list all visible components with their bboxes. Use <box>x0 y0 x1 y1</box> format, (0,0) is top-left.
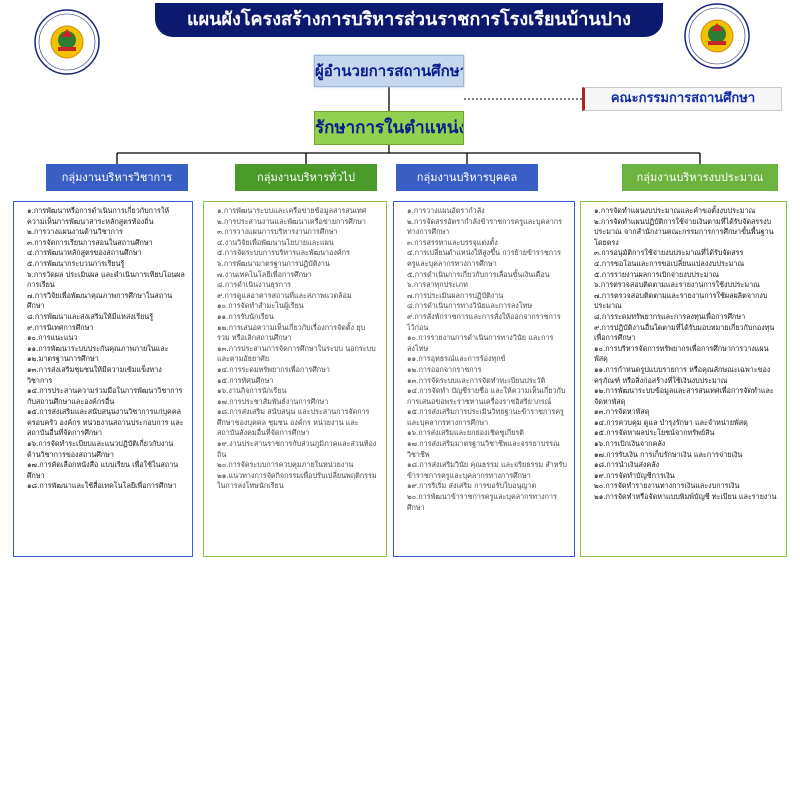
task-item: ๑๘.การส่งเสริมวินัย คุณธรรม และจริยธรรม … <box>407 460 567 480</box>
task-item: ๑๙.งานประสานราชการกับส่วนภูมิภาคและส่วนท… <box>217 439 377 459</box>
task-item: ๖.การพัฒนามาตรฐานการปฏิบัติงาน <box>217 258 330 268</box>
task-item: ๑๓.การส่งเสริมชุมชนให้มีความเข้มแข็งทางว… <box>27 364 162 385</box>
task-item: ๑๕.การส่งเสริมและสนับสนุนงานวิชาการแก่บุ… <box>27 407 184 438</box>
task-item: ๘.การระดมทรัพยากรและการลงทุนเพื่อการศึกษ… <box>594 311 746 321</box>
org-chart-canvas: แผนผังโครงสร้างการบริหารส่วนราชการโรงเรี… <box>13 3 787 557</box>
task-item: ๓.การสรรหาและบรรจุแต่งตั้ง <box>407 237 498 247</box>
school-logo-left <box>34 9 100 75</box>
task-item: ๑.การพัฒนาระบบและเครือข่ายข้อมูลสารสนเทศ <box>217 206 367 215</box>
task-item: ๒๐.การจัดระบบการควบคุมภายในหน่วยงาน <box>217 460 354 470</box>
task-item: ๘.การดำเนินการทางวินัยและการลงโทษ <box>407 301 533 311</box>
task-item: ๖.การวัดผล ประเมินผล และดำเนินการเทียบโอ… <box>27 269 185 290</box>
task-item: ๙.การนิเทศการศึกษา <box>27 322 94 332</box>
task-item: ๑๔.การประสานความร่วมมือในการพัฒนาวิชาการ… <box>27 386 183 406</box>
task-item: ๑๘.การส่งเสริม สนับสนุน และประสานการจัดก… <box>217 407 370 438</box>
task-item: ๑๑.การพัฒนาระบบประกันคุณภาพภายในและ <box>27 343 169 353</box>
personnel-task-list: ๑.การวางแผนอัตรากำลัง๒.การจัดสรรอัตรากำล… <box>393 201 575 557</box>
task-item: ๖.การตรวจสอบติดตามและรายงานการใช้งบประมา… <box>594 280 760 290</box>
task-item: ๑๔.การควบคุม ดูแล บำรุงรักษา และจำหน่ายพ… <box>594 417 748 427</box>
task-item: ๑๖.งานกิจการนักเรียน <box>217 386 287 396</box>
task-item: ๑๖.การจัดทำระเบียบและแนวปฏิบัติเกี่ยวกับ… <box>27 439 174 459</box>
task-item: ๑๒.การเสนอความเห็นเกี่ยวกับเรื่องการจัดต… <box>217 322 366 343</box>
task-item: ๒๑.การจัดทำหรือจัดหาแบบพิมพ์บัญชี ทะเบีย… <box>594 492 777 502</box>
task-item: ๕.การดำเนินการเกี่ยวกับการเลื่อนขั้นเงิน… <box>407 269 550 279</box>
school-logo-right <box>684 3 750 69</box>
board-box: คณะกรรมการสถานศึกษา <box>582 87 782 111</box>
task-item: ๒๐.การจัดทำรายงานทางการเงินและงบการเงิน <box>594 481 740 491</box>
task-item: ๕.การจัดระบบการบริหารและพัฒนาองค์กร <box>217 248 350 258</box>
task-item: ๑๓.การประสานการจัดการศึกษาในระบบ นอกระบบ… <box>217 343 376 364</box>
general-task-list: ๑.การพัฒนาระบบและเครือข่ายข้อมูลสารสนเทศ… <box>203 201 387 557</box>
task-item: ๒.การประสานงานและพัฒนาเครือข่ายการศึกษา <box>217 216 366 226</box>
task-item: ๑๗.การส่งเสริมมาตรฐานวิชาชีพและจรรยาบรรณ… <box>407 439 560 459</box>
task-item: ๑๗.การรับเงิน การเก็บรักษาเงิน และการจ่า… <box>594 449 743 459</box>
page-title: แผนผังโครงสร้างการบริหารส่วนราชการโรงเรี… <box>155 3 663 37</box>
director-box: ผู้อำนวยการสถานศึกษา <box>314 55 464 87</box>
task-item: ๔.การเปลี่ยนตำแหน่งให้สูงขึ้น การย้ายข้า… <box>407 248 561 268</box>
task-item: ๑๖.การส่งเสริมและยกย่องเชิดชูเกียรติ <box>407 428 524 438</box>
task-item: ๗.การประเมินผลการปฏิบัติงาน <box>407 290 504 300</box>
task-item: ๑.การพัฒนาหรือการดำเนินการเกี่ยวกับการให… <box>27 206 170 226</box>
task-item: ๑๔.การระดมทรัพยากรเพื่อการศึกษา <box>217 364 330 374</box>
header-budget: กลุ่มงานบริหารงบประมาณ <box>622 164 778 191</box>
task-item: ๗.การวิจัยเพื่อพัฒนาคุณภาพการศึกษาในสถาน… <box>27 290 173 311</box>
task-item: ๓.การอนุมัติการใช้จ่ายงบประมาณที่ได้รับจ… <box>594 248 744 258</box>
header-personnel: กลุ่มงานบริหารบุคคล <box>396 164 538 191</box>
task-item: ๘.การดำเนินงานธุรการ <box>217 280 292 290</box>
task-item: ๑๕.การจัดหาผลประโยชน์จากทรัพย์สิน <box>594 428 715 438</box>
header-general: กลุ่มงานบริหารทั่วไป <box>235 164 377 191</box>
academic-task-list: ๑.การพัฒนาหรือการดำเนินการเกี่ยวกับการให… <box>13 201 193 557</box>
task-item: ๒.การจัดสรรอัตรากำลังข้าราชการครูและบุคล… <box>407 216 563 237</box>
task-item: ๑๐.การบริหารจัดการทรัพยากรเพื่อการศึกษาก… <box>594 343 769 364</box>
connector-lines <box>116 87 701 164</box>
task-item: ๑๘.การพัฒนาและใช้สื่อเทคโนโลยีเพื่อการศึ… <box>27 481 177 491</box>
task-item: ๕.การรายงานผลการเบิกจ่ายงบประมาณ <box>594 269 720 279</box>
budget-task-list: ๑.การจัดทำแผนงบประมาณและคำขอตั้งงบประมาณ… <box>580 201 787 557</box>
task-item: ๑๑.การรับนักเรียน <box>217 311 274 321</box>
acting-box: รักษาการในตำแหน่ง <box>314 111 464 145</box>
task-item: ๓.การจัดการเรียนการสอนในสถานศึกษา <box>27 237 153 247</box>
task-item: ๖.การลาทุกประเภท <box>407 280 468 290</box>
task-item: ๕.การพัฒนากระบวนการเรียนรู้ <box>27 258 125 268</box>
task-item: ๔.การพัฒนาหลักสูตรของสถานศึกษา <box>27 248 142 258</box>
task-item: ๑๕.การส่งเสริมการประเมินวิทยฐานะข้าราชกา… <box>407 407 564 427</box>
task-item: ๔.การขอโอนและการขอเปลี่ยนแปลงงบประมาณ <box>594 258 745 268</box>
task-item: ๙.การดูแลอาคารสถานที่และสภาพแวดล้อม <box>217 290 352 300</box>
task-item: ๒๑.แนวทางการจัดกิจกรรมเพื่อปรับเปลี่ยนพฤ… <box>217 470 377 491</box>
task-item: ๑๙.การจัดทำบัญชีการเงิน <box>594 470 675 480</box>
task-item: ๑๐.การรายงานการดำเนินการทางวินัย และการล… <box>407 333 554 353</box>
task-item: ๑๓.การจัดระบบและการจัดทำทะเบียนประวัติ <box>407 375 546 385</box>
task-item: ๑๑.การอุทธรณ์และการร้องทุกข์ <box>407 354 506 364</box>
task-item: ๑๖.การเบิกเงินจากคลัง <box>594 439 666 449</box>
task-item: ๒.การจัดทำแผนปฏิบัติการใช้จ่ายเงินตามที่… <box>594 216 774 247</box>
task-item: ๓.การวางแผนการบริหารงานการศึกษา <box>217 227 338 237</box>
task-item: ๘.การพัฒนาและส่งเสริมให้มีแหล่งเรียนรู้ <box>27 311 154 321</box>
task-item: ๑๗.การประชาสัมพันธ์งานการศึกษา <box>217 396 329 406</box>
task-item: ๑.การวางแผนอัตรากำลัง <box>407 206 485 215</box>
task-item: ๑๘.การนำเงินส่งคลัง <box>594 460 660 470</box>
task-item: ๑.การจัดทำแผนงบประมาณและคำขอตั้งงบประมาณ <box>594 206 756 215</box>
task-item: ๗.การตรวจสอบติดตามและรายงานการใช้ผลผลิตจ… <box>594 290 768 311</box>
header-academic: กลุ่มงานบริหารวิชาการ <box>46 164 188 191</box>
task-item: ๑๙.การริเริ่ม ส่งเสริม การขอรับใบอนุญาต <box>407 481 537 491</box>
task-item: ๑๐.การจัดทำสำมะโนผู้เรียน <box>217 301 304 311</box>
task-item: ๗.งานเทคโนโลยีเพื่อการศึกษา <box>217 269 312 279</box>
task-item: ๑๒.มาตรฐานการศึกษา <box>27 354 99 364</box>
task-item: ๙.การสั่งพักราชการและการสั่งให้ออกจากราช… <box>407 311 561 332</box>
task-item: ๙.การปฏิบัติงานอื่นใดตามที่ได้รับมอบหมาย… <box>594 322 775 343</box>
task-item: ๑๕.การทัศนศึกษา <box>217 375 274 385</box>
task-item: ๑๗.การคัดเลือกหนังสือ แบบเรียน เพื่อใช้ใ… <box>27 460 179 480</box>
task-item: ๑๓.การจัดหาพัสดุ <box>594 407 650 417</box>
task-item: ๑๐.การแนะแนว <box>27 333 78 343</box>
task-item: ๑๒.การพัฒนาระบบข้อมูลและสารสนเทศเพื่อการ… <box>594 386 774 406</box>
task-item: ๑๒.การออกจากราชการ <box>407 364 482 374</box>
task-item: ๑๑.การกำหนดรูปแบบรายการ หรือคุณลักษณะเฉพ… <box>594 364 771 385</box>
task-item: ๒.การวางแผนงานด้านวิชาการ <box>27 227 123 237</box>
task-item: ๔.งานวิจัยเพื่อพัฒนานโยบายและแผน <box>217 237 334 247</box>
task-item: ๒๐.การพัฒนาข้าราชการครูและบุคลากรทางการศ… <box>407 492 557 512</box>
task-item: ๑๔.การจัดทำ บัญชีรายชื่อ และให้ความเห็นเ… <box>407 386 566 406</box>
